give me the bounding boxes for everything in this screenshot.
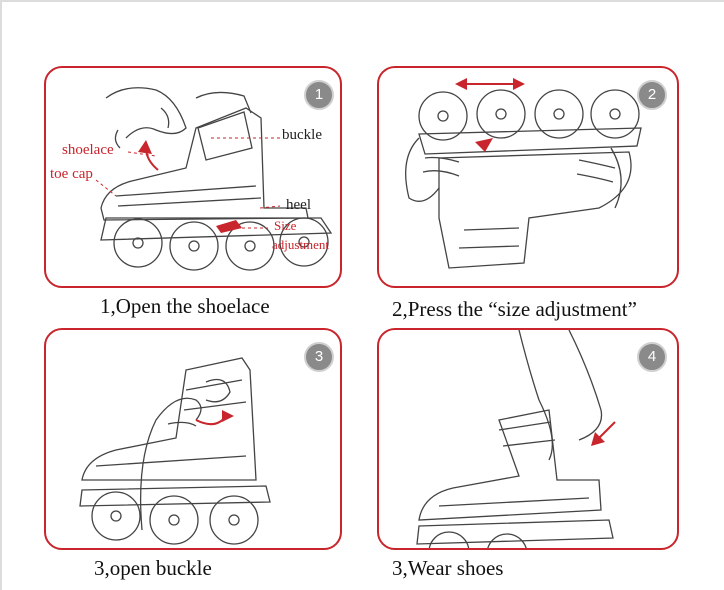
step-4-caption: 3,Wear shoes: [392, 556, 504, 580]
adjustment-label: adjustment: [272, 237, 330, 252]
image-top-border: [0, 0, 724, 2]
step-1-skate-illustration: [95, 87, 333, 271]
step-1-caption: 1,Open the shoelace: [100, 294, 270, 318]
step-3-skate-illustration: [79, 357, 271, 545]
step-4-skate-illustration: [416, 330, 616, 548]
step-4-number-badge: 4: [637, 342, 667, 372]
toe-cap-label: toe cap: [50, 166, 93, 182]
buckle-label: buckle: [282, 127, 322, 143]
step-2-caption: 2,Press the “size adjustment”: [392, 297, 637, 321]
shoelace-label: shoelace: [62, 142, 114, 158]
heel-label: heel: [286, 197, 311, 213]
step-4-panel: 4: [377, 328, 679, 550]
step-1-number-badge: 1: [304, 80, 334, 110]
image-left-border: [0, 0, 2, 590]
size-label: Size: [274, 218, 297, 233]
step-3-panel: 3: [44, 328, 342, 550]
step-2-skate-illustration: [405, 78, 642, 269]
step-3-number-badge: 3: [304, 342, 334, 372]
step-3-caption: 3,open buckle: [94, 556, 212, 580]
step-1-panel: shoelace toe cap buckle heel Size adjust…: [44, 66, 342, 288]
step-2-panel: 2: [377, 66, 679, 288]
step-2-number-badge: 2: [637, 80, 667, 110]
